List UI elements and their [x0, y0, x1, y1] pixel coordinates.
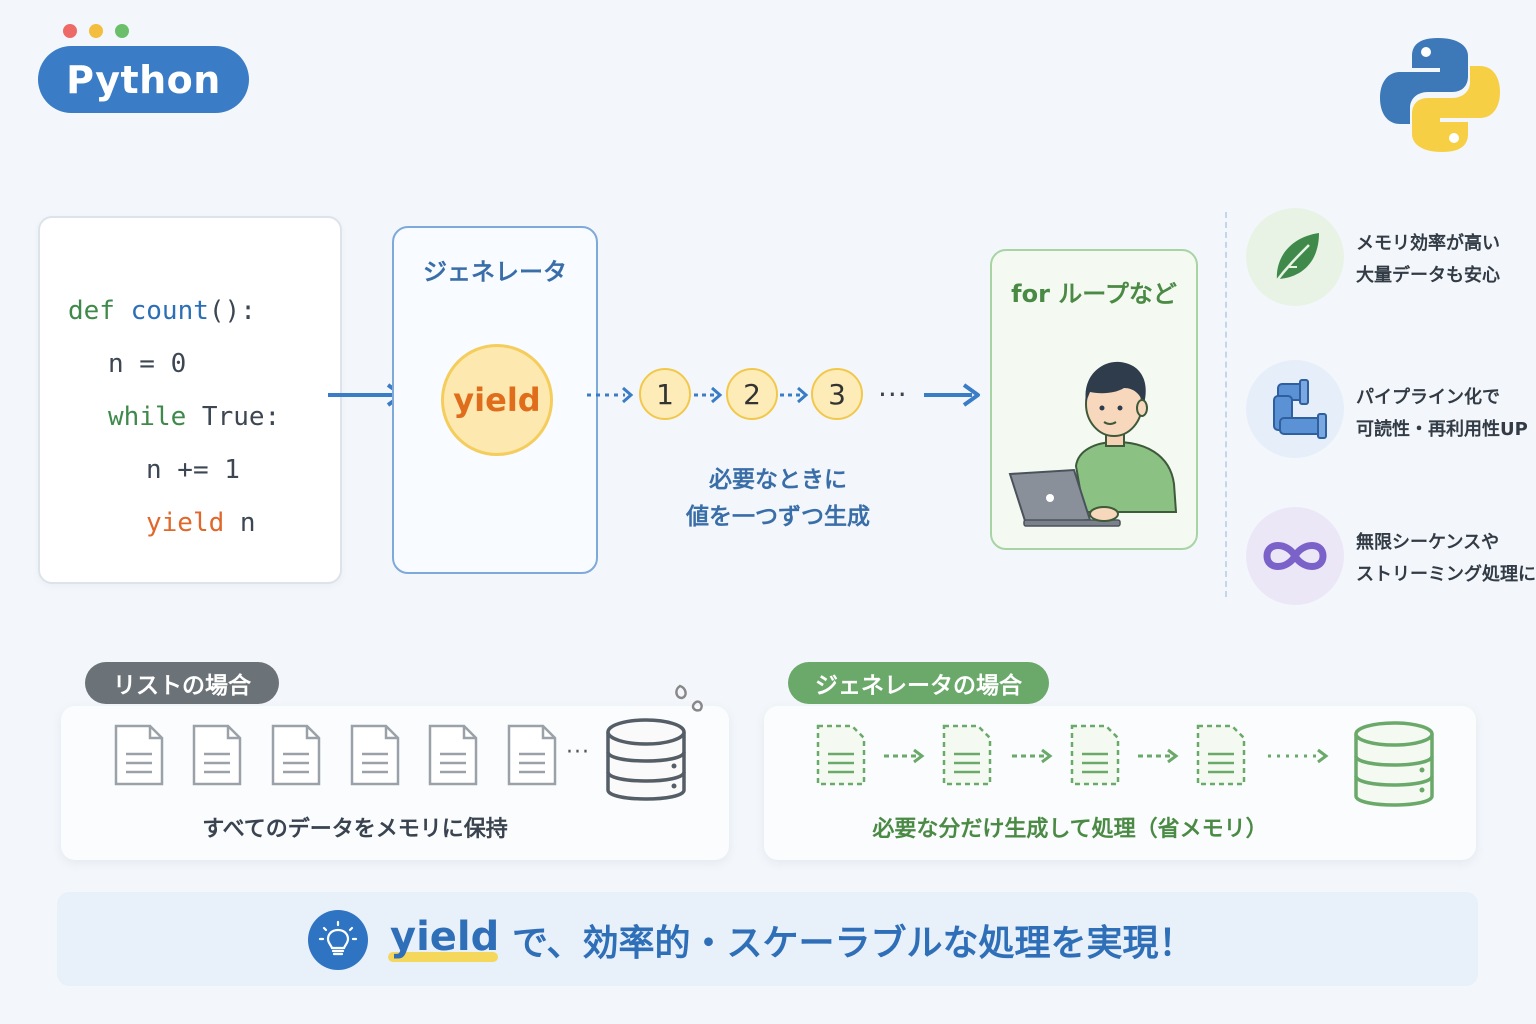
code-line-increment: n += 1: [146, 455, 240, 485]
value-circle-1: 1: [639, 368, 691, 420]
keyword-highlight: [388, 952, 498, 962]
sequence-ellipsis: ···: [878, 378, 908, 411]
dotted-arrow-icon: [585, 384, 635, 406]
benefit-infinite-line-1: 無限シーケンスや: [1356, 532, 1500, 553]
list-case-caption: すべてのデータをメモリに保持: [202, 817, 508, 842]
person-laptop-icon: [1006, 354, 1182, 534]
caption-line-2: 値を一つずつ生成: [686, 504, 870, 530]
window-minimize-dot: [89, 24, 103, 38]
benefit-pipeline-line-1: パイプライン化で: [1356, 387, 1500, 408]
yield-variable: n: [224, 508, 256, 538]
dotted-arrow-icon: [778, 384, 810, 406]
keyword-while: while: [108, 402, 187, 432]
code-line-yield: yield n: [146, 508, 256, 538]
generator-case-pill-label: ジェネレータの場合: [815, 673, 1022, 699]
benefit-infinite: 無限シーケンスや ストリーミング処理に最適: [1356, 527, 1536, 591]
green-database-icon: [1352, 720, 1436, 816]
value-1: 1: [656, 377, 674, 411]
consumer-title: for ループなど: [1011, 280, 1177, 308]
benefit-memory-line-2: 大量データも安心: [1356, 265, 1500, 286]
generator-case-pill: ジェネレータの場合: [788, 662, 1049, 704]
code-condition: True:: [186, 402, 281, 432]
generator-documents: [812, 724, 1352, 792]
code-line-def: def count():: [68, 296, 256, 326]
yield-label: yield: [453, 381, 541, 419]
value-2: 2: [743, 377, 761, 411]
pipe-icon: [1246, 360, 1344, 458]
leaf-icon: [1246, 208, 1344, 306]
window-maximize-dot: [115, 24, 129, 38]
generator-title: ジェネレータ: [423, 258, 567, 286]
banner-keyword: yield: [390, 914, 500, 960]
list-documents: [112, 724, 572, 792]
benefit-pipeline: パイプライン化で 可読性・再利用性UP: [1356, 382, 1528, 446]
keyword-def: def: [68, 296, 115, 326]
caption-line-1: 必要なときに: [709, 467, 847, 493]
arrow-right-icon: [922, 382, 982, 408]
yield-circle: yield: [441, 344, 553, 456]
python-badge: Python: [38, 46, 249, 113]
lightbulb-icon: [308, 910, 368, 970]
value-circle-3: 3: [811, 368, 863, 420]
value-3: 3: [828, 377, 846, 411]
full-database-icon: [604, 680, 716, 814]
generator-case-caption: 必要な分だけ生成して処理（省メモリ）: [872, 817, 1268, 842]
keyword-yield: yield: [146, 508, 225, 538]
benefit-memory-line-1: メモリ効率が高い: [1356, 233, 1500, 254]
benefit-pipeline-line-2: 可読性・再利用性UP: [1356, 419, 1528, 440]
section-divider: [1225, 212, 1227, 597]
benefit-infinite-line-2: ストリーミング処理に最適: [1356, 564, 1536, 585]
python-badge-label: Python: [66, 57, 221, 102]
list-case-pill: リストの場合: [85, 662, 279, 704]
generation-caption: 必要なときに 値を一つずつ生成: [640, 462, 916, 536]
list-case-pill-label: リストの場合: [113, 673, 251, 699]
benefit-memory: メモリ効率が高い 大量データも安心: [1356, 228, 1500, 292]
value-circle-2: 2: [726, 368, 778, 420]
dotted-arrow-icon: [692, 384, 724, 406]
banner-text: で、効率的・スケーラブルな処理を実現！: [512, 923, 1195, 964]
summary-banner: [57, 892, 1478, 986]
code-params: ():: [208, 296, 256, 326]
code-card: [38, 216, 342, 584]
python-logo-icon: [1378, 34, 1502, 156]
code-line-init: n = 0: [108, 349, 187, 379]
infinity-icon: [1246, 507, 1344, 605]
list-ellipsis: ···: [566, 740, 590, 765]
function-name: count: [130, 296, 209, 326]
code-line-while: while True:: [108, 402, 280, 432]
window-close-dot: [63, 24, 77, 38]
